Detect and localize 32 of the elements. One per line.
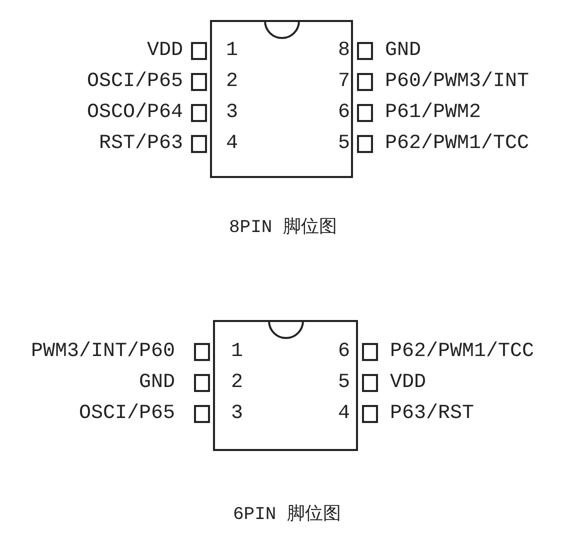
- pin-label: RST/P63: [98, 133, 183, 155]
- pin-label: GND: [138, 372, 175, 394]
- pin-number: 5: [338, 372, 350, 394]
- caption: 8PIN 脚位图: [229, 217, 337, 239]
- pin-label: VDD: [146, 40, 183, 62]
- pin-number: 1: [231, 341, 244, 363]
- pin-label: PWM3/INT/P60: [30, 341, 175, 363]
- pin-number: 3: [226, 102, 238, 124]
- chip-package: [210, 20, 353, 178]
- pin-number: 7: [338, 71, 350, 93]
- pin-label: OSCI/P65: [86, 71, 183, 93]
- pin-label: P63/RST: [390, 403, 474, 425]
- pin-label: P62/PWM1/TCC: [385, 133, 530, 155]
- pin-label: P62/PWM1/TCC: [390, 341, 534, 363]
- pin-number: 1: [226, 40, 238, 62]
- pin-label: P60/PWM3/INT: [385, 71, 530, 93]
- pin-number: 8: [338, 40, 350, 62]
- pin-number: 2: [226, 71, 238, 93]
- pin-label: GND: [385, 40, 422, 62]
- pin-label: OSCO/P64: [86, 102, 183, 124]
- pin-label: OSCI/P65: [78, 403, 175, 425]
- pin-number: 4: [338, 403, 350, 425]
- chip-package: [213, 320, 358, 451]
- pin-label: P61/PWM2: [385, 102, 482, 124]
- pin-number: 4: [226, 133, 238, 155]
- pin-label: VDD: [390, 372, 426, 394]
- pin-number: 6: [338, 102, 350, 124]
- pin-number: 6: [338, 341, 350, 363]
- pin-number: 2: [231, 372, 244, 394]
- pin-number: 5: [338, 133, 350, 155]
- pin-number: 3: [231, 403, 244, 425]
- caption: 6PIN 脚位图: [233, 504, 341, 526]
